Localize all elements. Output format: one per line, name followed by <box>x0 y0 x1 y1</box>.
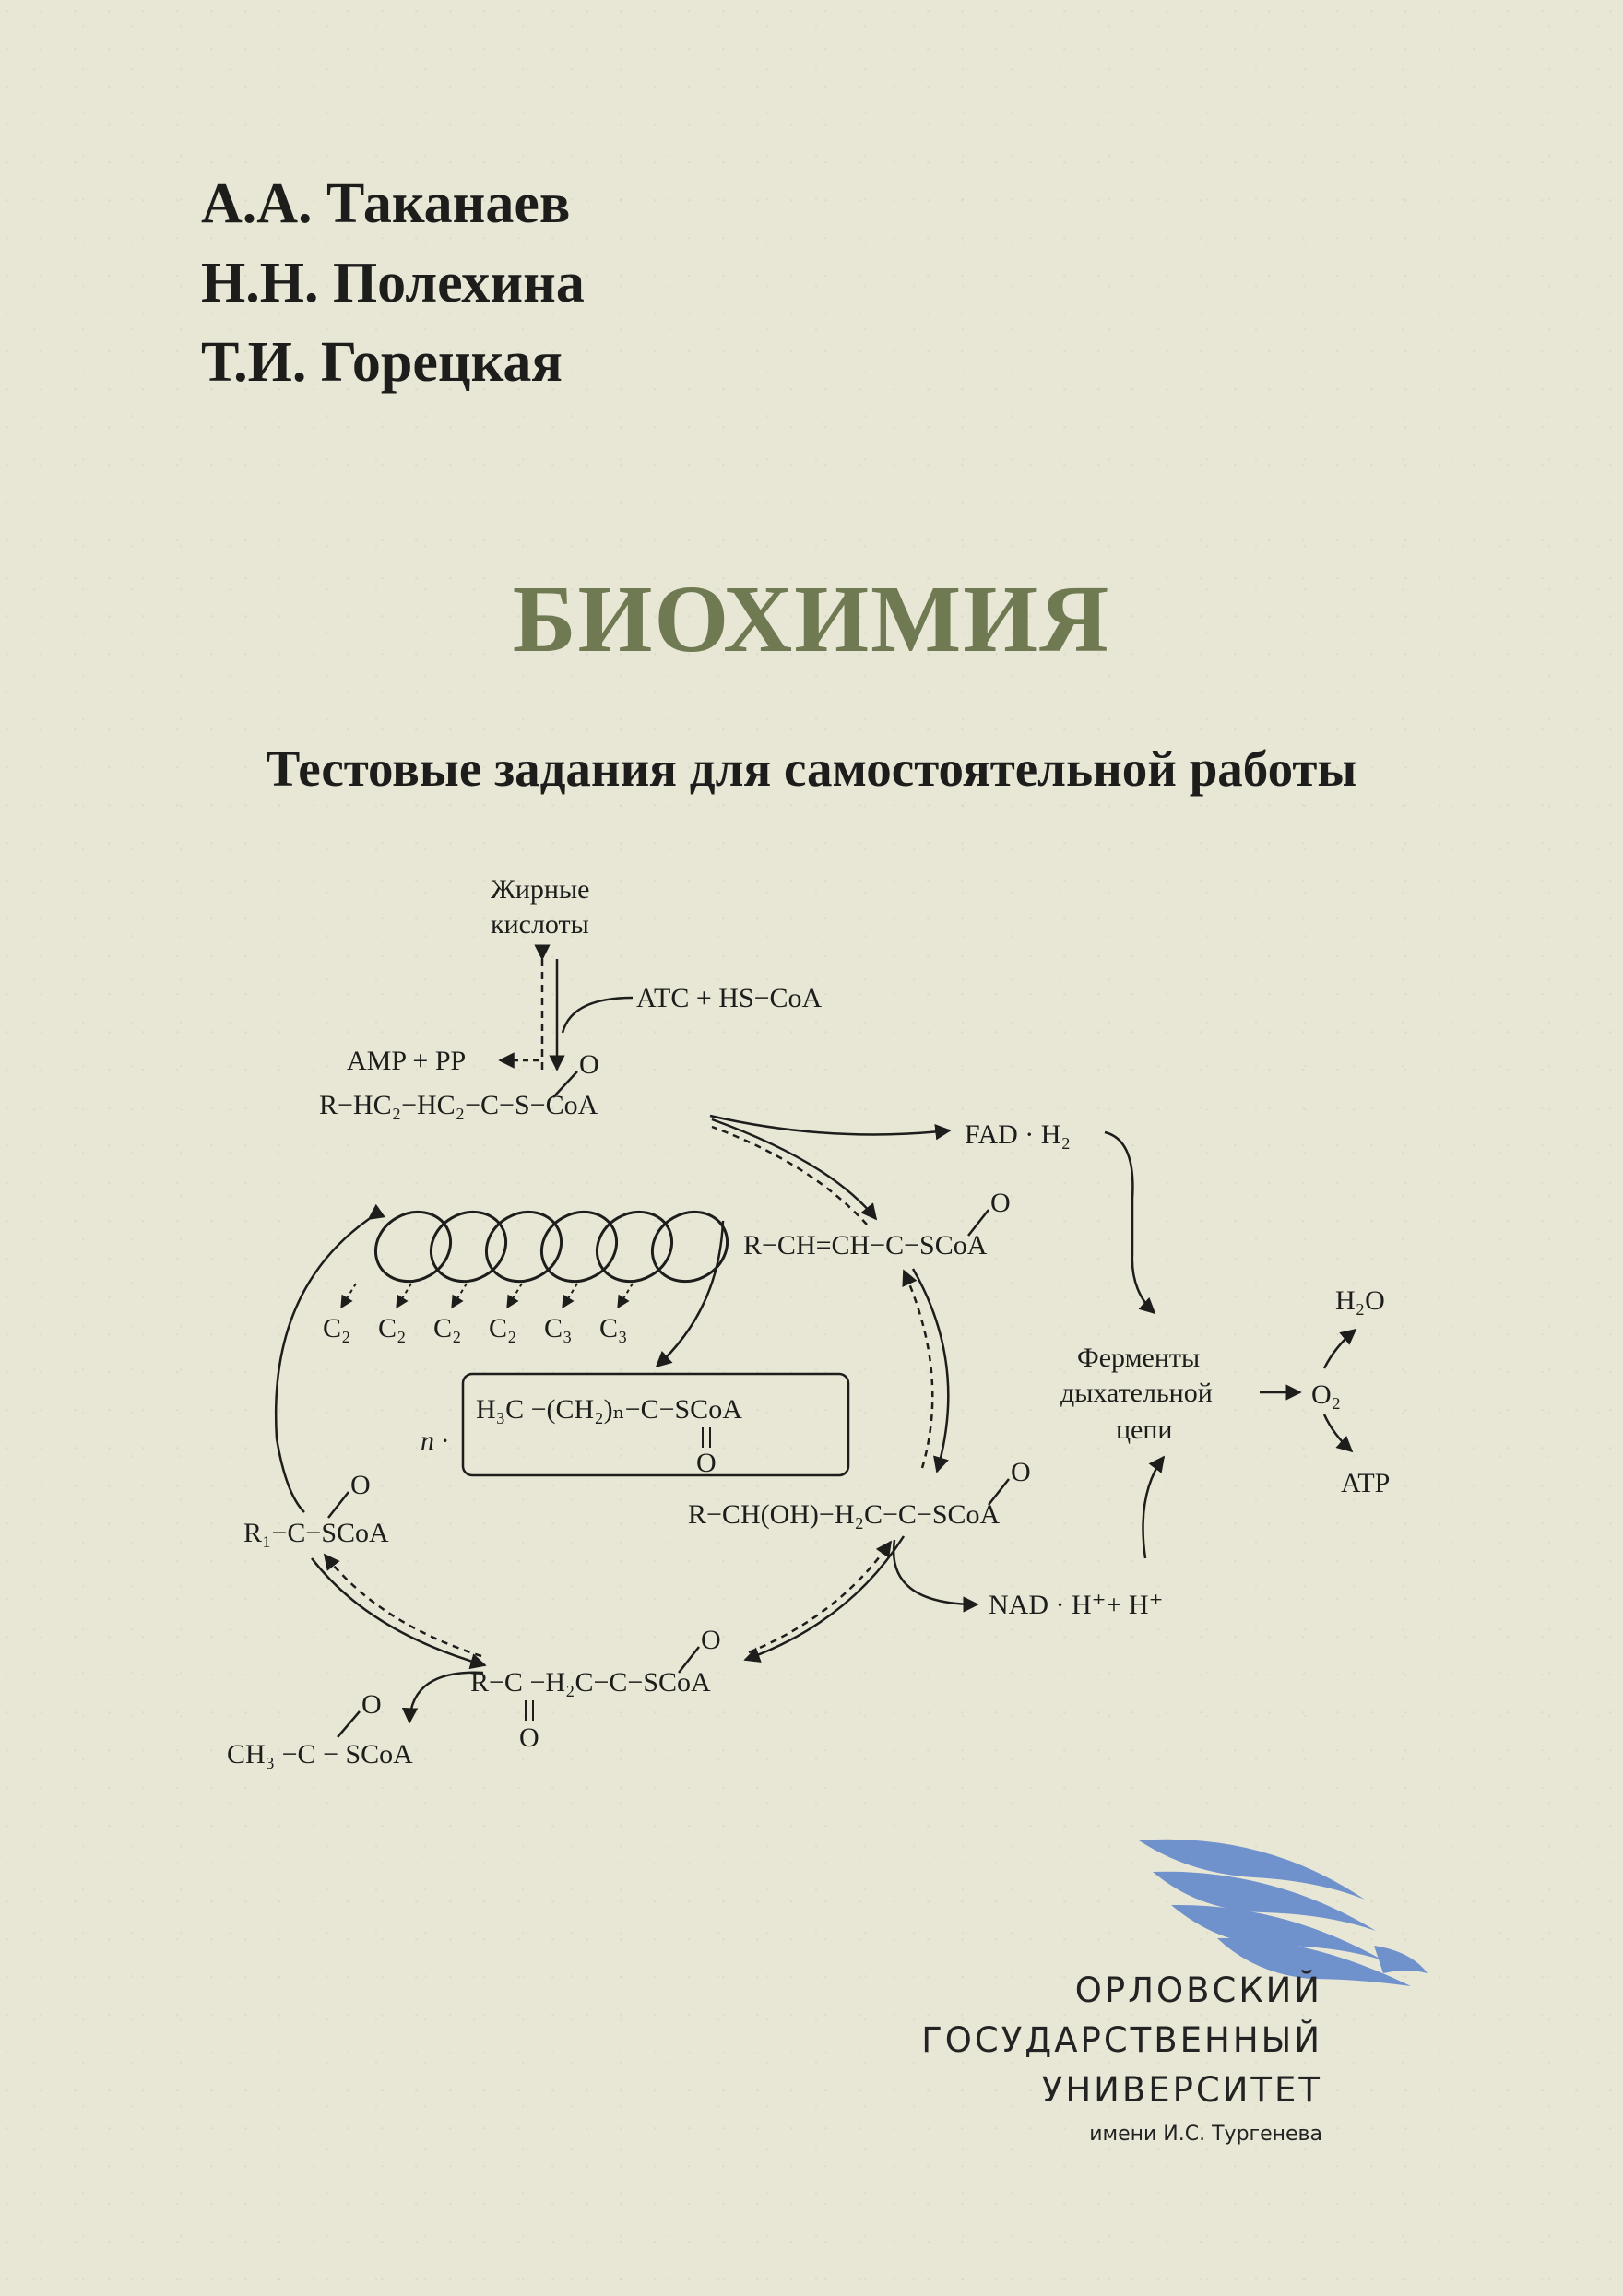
scheme-oxygen: O <box>696 1448 717 1478</box>
scheme-double-bond <box>327 1491 349 1519</box>
scheme-fad: FAD · H₂ <box>965 1119 1071 1150</box>
scheme-oxygen: O <box>350 1470 371 1500</box>
scheme-fragment: C₂ <box>378 1313 406 1343</box>
scheme-fatty-acids-label: Жирные <box>491 874 589 905</box>
scheme-spiral <box>373 1210 729 1284</box>
scheme-arrow <box>748 1540 893 1654</box>
scheme-oxygen: O <box>1011 1457 1031 1487</box>
scheme-arrow <box>1142 1455 1166 1559</box>
scheme-atp-coa: АТС + HS−CoA <box>636 983 823 1013</box>
scheme-amp-pp: AMP + PP <box>347 1046 466 1076</box>
university-name: ОРЛОВСКИЙ ГОСУДАРСТВЕННЫЙ УНИВЕРСИТЕТ им… <box>921 1966 1322 2146</box>
scheme-arrow <box>1322 1414 1354 1453</box>
author-name: Н.Н. Полехина <box>201 252 585 314</box>
scheme-enoyl-coa: R−CH=CH−C−SCoA <box>743 1230 988 1260</box>
scheme-arrow <box>902 1269 934 1469</box>
scheme-enzymes-label: цепи <box>1116 1414 1172 1445</box>
scheme-arrow <box>401 1671 484 1724</box>
scheme-box-formula: H₃C −(CH₂)ₙ−C−SCoA <box>476 1394 742 1425</box>
scheme-double-bond <box>337 1710 361 1738</box>
university-subtitle: имени И.С. Тургенева <box>1089 2123 1322 2146</box>
scheme-double-bond <box>988 1478 1010 1506</box>
scheme-nad: NAD · H⁺+ H⁺ <box>989 1590 1163 1620</box>
scheme-arrow <box>274 1203 385 1513</box>
author-name: А.А. Таканаев <box>201 172 571 235</box>
scheme-oxygen: O <box>701 1625 721 1655</box>
scheme-arrow <box>892 1539 979 1613</box>
scheme-o2: O₂ <box>1311 1379 1341 1410</box>
scheme-fragment: C₃ <box>544 1313 572 1343</box>
scheme-fragment: C₃ <box>599 1313 627 1343</box>
scheme-arrow <box>655 1220 725 1368</box>
scheme-acyl-coa: R−HC₂−HC₂−C−S−CoA <box>319 1090 598 1120</box>
scheme-enzymes-label: Ферменты <box>1077 1343 1200 1373</box>
scheme-arrow <box>561 996 634 1034</box>
scheme-oxygen: O <box>990 1188 1011 1218</box>
book-subtitle: Тестовые задания для самостоятельной раб… <box>266 740 1357 797</box>
scheme-double-bond <box>678 1646 700 1674</box>
scheme-enzymes-label: дыхательной <box>1060 1378 1213 1408</box>
scheme-atp: ATP <box>1341 1468 1390 1498</box>
scheme-n-prefix: n · <box>421 1426 448 1456</box>
scheme-arrow <box>311 1557 487 1670</box>
university-line: ОРЛОВСКИЙ <box>1074 1971 1322 2010</box>
scheme-oxygen: O <box>579 1049 599 1080</box>
scheme-ketoacyl-coa: R−C −H₂C−C−SCoA <box>470 1667 711 1698</box>
scheme-arrow <box>743 1535 906 1663</box>
scheme-arrow <box>1104 1130 1156 1315</box>
scheme-fatty-acids-label: кислоты <box>491 909 589 940</box>
scheme-oxygen: O <box>361 1689 382 1720</box>
university-logo-icon <box>1139 1839 1428 1986</box>
scheme-arrow <box>709 1114 952 1141</box>
scheme-double-bond <box>967 1209 989 1237</box>
author-name: Т.И. Горецкая <box>201 331 563 394</box>
book-title: БИОХИМИЯ <box>512 566 1111 672</box>
scheme-fragment: C₂ <box>489 1313 516 1343</box>
scheme-arrow <box>340 1283 634 1309</box>
scheme-fragment: C₂ <box>323 1313 350 1343</box>
scheme-arrow <box>323 1553 482 1658</box>
scheme-arrow <box>911 1268 950 1473</box>
scheme-h2o: H₂O <box>1335 1285 1385 1316</box>
university-line: УНИВЕРСИТЕТ <box>1041 2070 1322 2110</box>
scheme-formula-box <box>461 1372 850 1477</box>
scheme-acetyl-coa: CH₃ −C − SCoA <box>227 1739 413 1769</box>
scheme-fragment: C₂ <box>433 1313 461 1343</box>
university-line: ГОСУДАРСТВЕННЫЙ <box>921 2020 1322 2060</box>
metabolic-scheme: Жирные кислоты АТС + HS−CoA AMP + PP O R… <box>227 874 1390 1769</box>
scheme-fragment-row: C₂ C₂ C₂ C₂ C₃ C₃ <box>323 1313 627 1343</box>
scheme-double-bond <box>552 1071 578 1098</box>
scheme-oxygen: O <box>519 1722 539 1753</box>
scheme-arrow <box>711 1118 878 1221</box>
scheme-arrow <box>1322 1328 1357 1369</box>
scheme-hydroxyacyl-coa: R−CH(OH)−H₂C−C−SCoA <box>688 1499 1001 1530</box>
scheme-r1-coa: R₁−C−SCoA <box>243 1518 389 1548</box>
scheme-arrow <box>711 1125 868 1225</box>
author-list: А.А. Таканаев Н.Н. Полехина Т.И. Горецка… <box>201 164 585 402</box>
